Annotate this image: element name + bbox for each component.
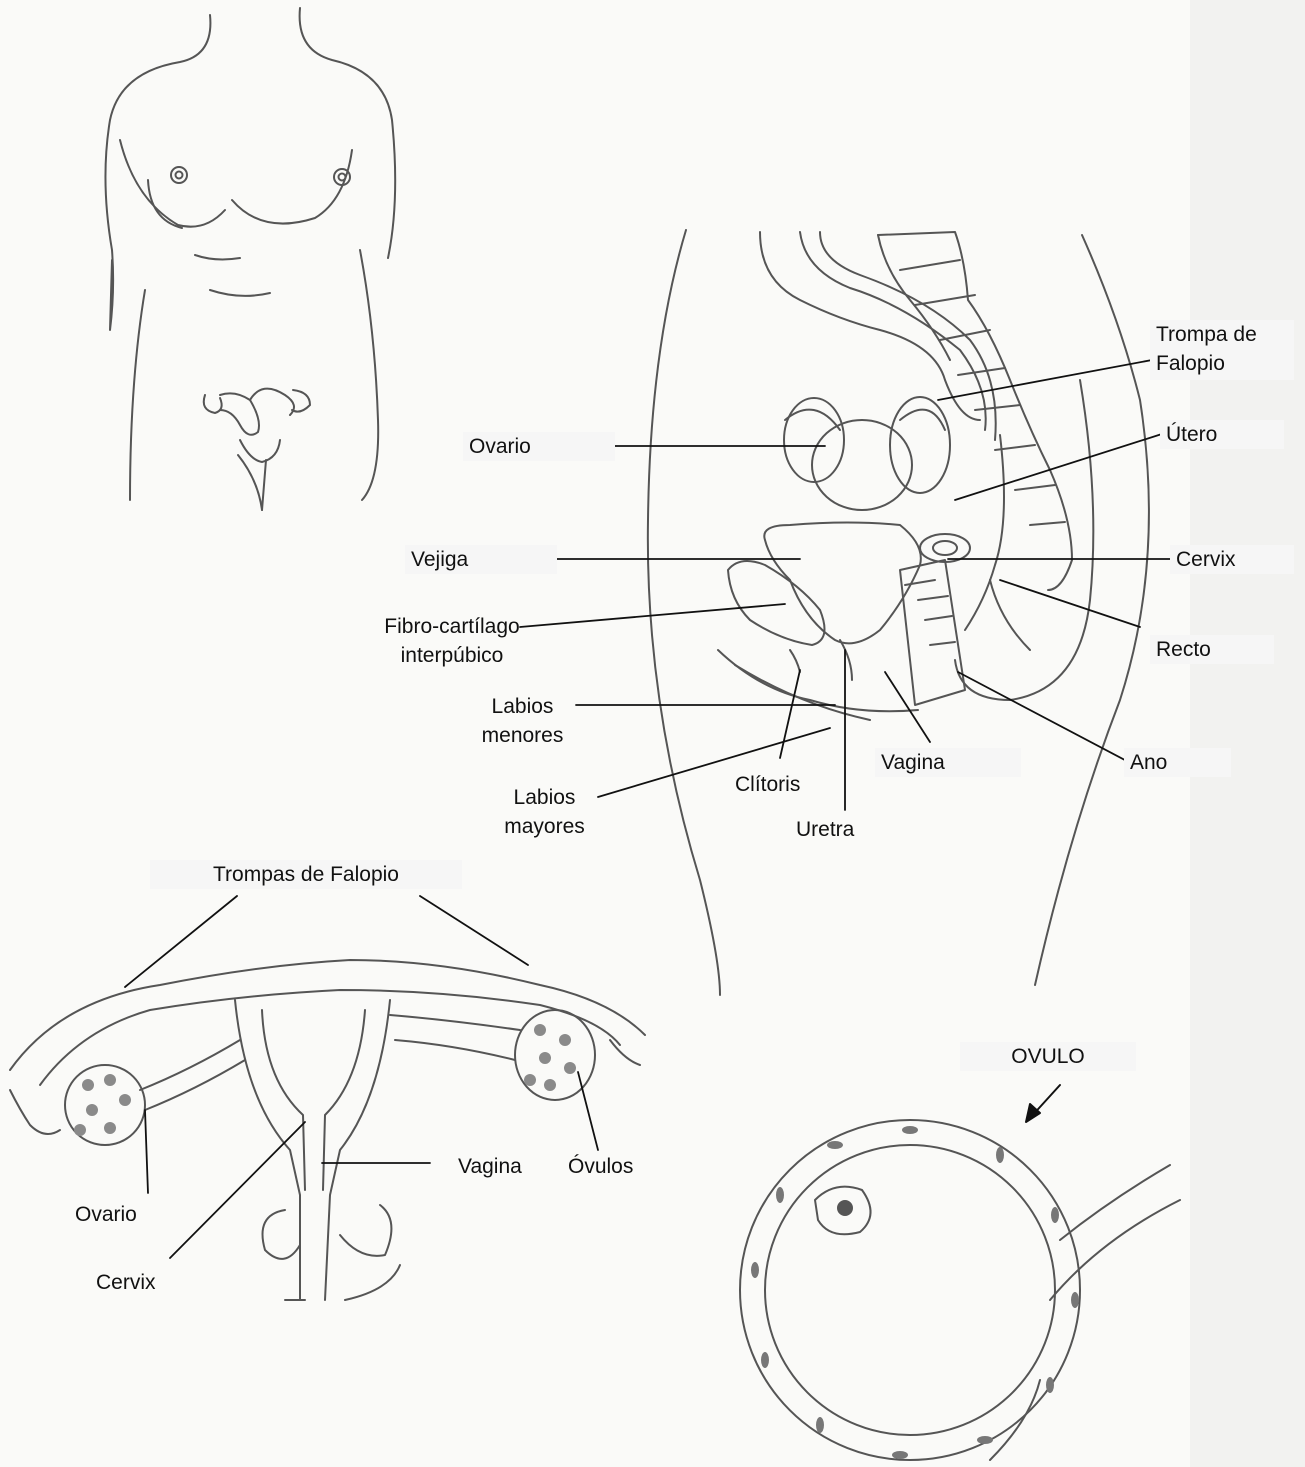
label-trompa-de-falopio: Trompa de Falopio <box>1150 320 1294 380</box>
label-labios-mayores-line1: Labios <box>492 783 597 812</box>
label-vagina-front: Vagina <box>458 1152 522 1181</box>
label-trompas-de-falopio: Trompas de Falopio <box>150 860 462 889</box>
torso-sketch <box>105 8 395 510</box>
label-uretra: Uretra <box>796 815 854 844</box>
label-fibro-line2: interpúbico <box>372 641 532 670</box>
label-cervix-front: Cervix <box>96 1268 156 1297</box>
label-fibro-cartilago: Fibro-cartílago interpúbico <box>372 612 532 670</box>
frontal-uterus <box>10 960 645 1300</box>
label-recto: Recto <box>1150 635 1274 664</box>
label-utero: Útero <box>1160 420 1284 449</box>
label-ovulos: Óvulos <box>568 1152 633 1181</box>
label-ano: Ano <box>1124 748 1231 777</box>
sagittal-section <box>648 230 1149 995</box>
label-clitoris: Clítoris <box>735 770 800 799</box>
label-trompa-line2: Falopio <box>1156 349 1288 378</box>
label-ovario-side: Ovario <box>463 432 615 461</box>
label-vejiga: Vejiga <box>405 545 557 574</box>
ovum-drawing <box>740 1120 1180 1460</box>
label-labios-mayores: Labios mayores <box>492 783 597 841</box>
label-labios-menores: Labios menores <box>470 692 575 750</box>
label-fibro-line1: Fibro-cartílago <box>372 612 532 641</box>
label-vagina-side: Vagina <box>875 748 1021 777</box>
label-cervix-side: Cervix <box>1170 545 1294 574</box>
label-trompa-line1: Trompa de <box>1156 320 1288 349</box>
label-ovario-front: Ovario <box>75 1200 137 1229</box>
label-ovulo-title: OVULO <box>960 1042 1136 1071</box>
label-labios-mayores-line2: mayores <box>492 812 597 841</box>
label-labios-menores-line1: Labios <box>470 692 575 721</box>
ovulo-arrow <box>1026 1085 1060 1122</box>
label-labios-menores-line2: menores <box>470 721 575 750</box>
